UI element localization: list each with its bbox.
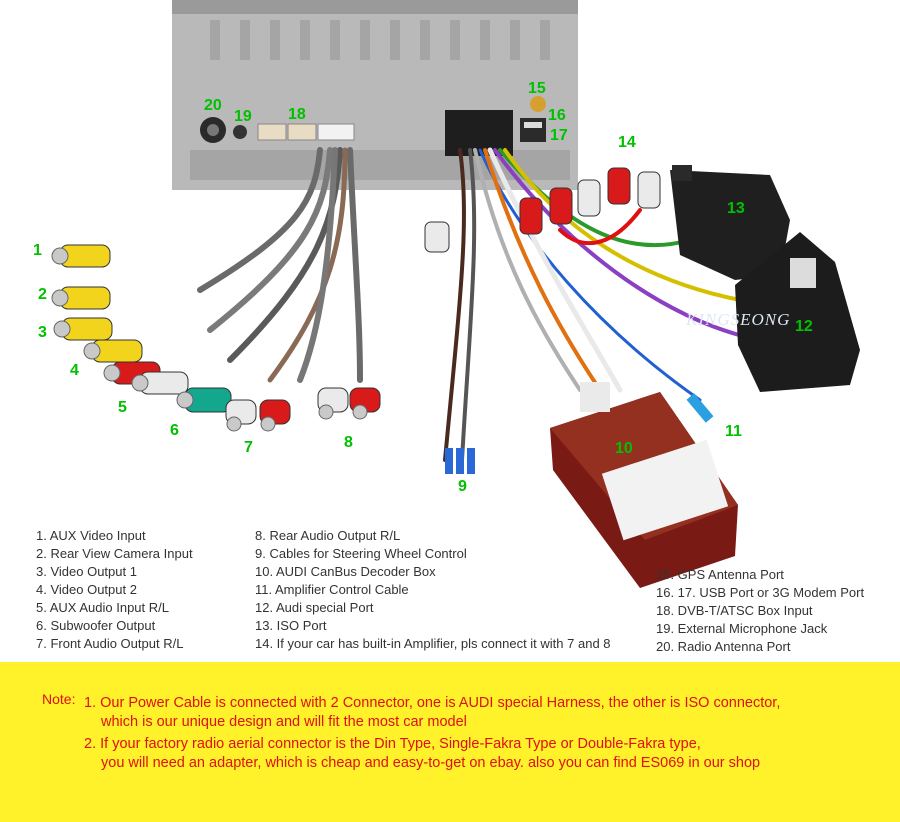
legend-item: 4. Video Output 2 bbox=[36, 582, 137, 597]
legend-item: 19. External Microphone Jack bbox=[656, 621, 828, 636]
callout-14: 14 bbox=[618, 134, 636, 151]
callout-4: 4 bbox=[70, 362, 79, 379]
canbus-decoder-box bbox=[550, 382, 738, 588]
callout-8: 8 bbox=[344, 434, 353, 451]
wiring-harness-illustration bbox=[51, 0, 860, 588]
legend-item: 11. Amplifier Control Cable bbox=[255, 582, 409, 597]
note-line: you will need an adapter, which is cheap… bbox=[101, 755, 761, 771]
legend-item: 2. Rear View Camera Input bbox=[36, 546, 193, 561]
callout-18: 18 bbox=[288, 106, 306, 123]
legend-item: 5. AUX Audio Input R/L bbox=[36, 600, 169, 615]
legend-item: 9. Cables for Steering Wheel Control bbox=[255, 546, 467, 561]
legend-item: 18. DVB-T/ATSC Box Input bbox=[656, 603, 813, 618]
legend-item: 1. AUX Video Input bbox=[36, 528, 146, 543]
watermark: KINGSEONG bbox=[686, 310, 791, 329]
callout-2: 2 bbox=[38, 286, 47, 303]
iso-connector bbox=[670, 165, 790, 280]
callout-6: 6 bbox=[170, 422, 179, 439]
audi-special-connector bbox=[735, 232, 860, 392]
note-line: 1. Our Power Cable is connected with 2 C… bbox=[84, 695, 781, 711]
legend-item: 12. Audi special Port bbox=[255, 600, 374, 615]
legend-item: 15. GPS Antenna Port bbox=[656, 567, 784, 582]
callout-20: 20 bbox=[204, 97, 222, 114]
callout-1: 1 bbox=[33, 242, 42, 259]
head-unit-back-panel bbox=[172, 0, 578, 190]
rca-plugs bbox=[51, 244, 381, 432]
callout-5: 5 bbox=[118, 399, 127, 416]
callout-11: 11 bbox=[725, 423, 742, 440]
callout-16: 16 bbox=[548, 107, 566, 124]
note-line: which is our unique design and will fit … bbox=[101, 714, 467, 730]
legend-item: 14. If your car has built-in Amplifier, … bbox=[255, 636, 611, 651]
note-label: Note: bbox=[42, 691, 76, 707]
note-line: 2. If your factory radio aerial connecto… bbox=[84, 736, 701, 752]
legend-item: 13. ISO Port bbox=[255, 618, 327, 633]
legend-item: 20. Radio Antenna Port bbox=[656, 639, 791, 654]
callout-7: 7 bbox=[244, 439, 253, 456]
legend-item: 10. AUDI CanBus Decoder Box bbox=[255, 564, 436, 579]
callout-3: 3 bbox=[38, 324, 47, 341]
callout-15: 15 bbox=[528, 80, 546, 97]
legend-mid: 8. Rear Audio Output R/L 9. Cables for S… bbox=[255, 527, 611, 653]
callout-19: 19 bbox=[234, 108, 252, 125]
note-banner bbox=[0, 662, 900, 822]
legend-item: 7. Front Audio Output R/L bbox=[36, 636, 184, 651]
legend-left: 1. AUX Video Input 2. Rear View Camera I… bbox=[36, 527, 193, 653]
legend-item: 6. Subwoofer Output bbox=[36, 618, 156, 633]
callout-10: 10 bbox=[615, 440, 633, 457]
callout-9: 9 bbox=[458, 478, 467, 495]
callout-13: 13 bbox=[727, 200, 745, 217]
legend-item: 16. 17. USB Port or 3G Modem Port bbox=[656, 585, 865, 600]
legend-item: 8. Rear Audio Output R/L bbox=[255, 528, 401, 543]
legend-item: 3. Video Output 1 bbox=[36, 564, 137, 579]
callout-17: 17 bbox=[550, 127, 568, 144]
callout-12: 12 bbox=[795, 318, 813, 335]
legend-right: 15. GPS Antenna Port 16. 17. USB Port or… bbox=[656, 566, 864, 656]
